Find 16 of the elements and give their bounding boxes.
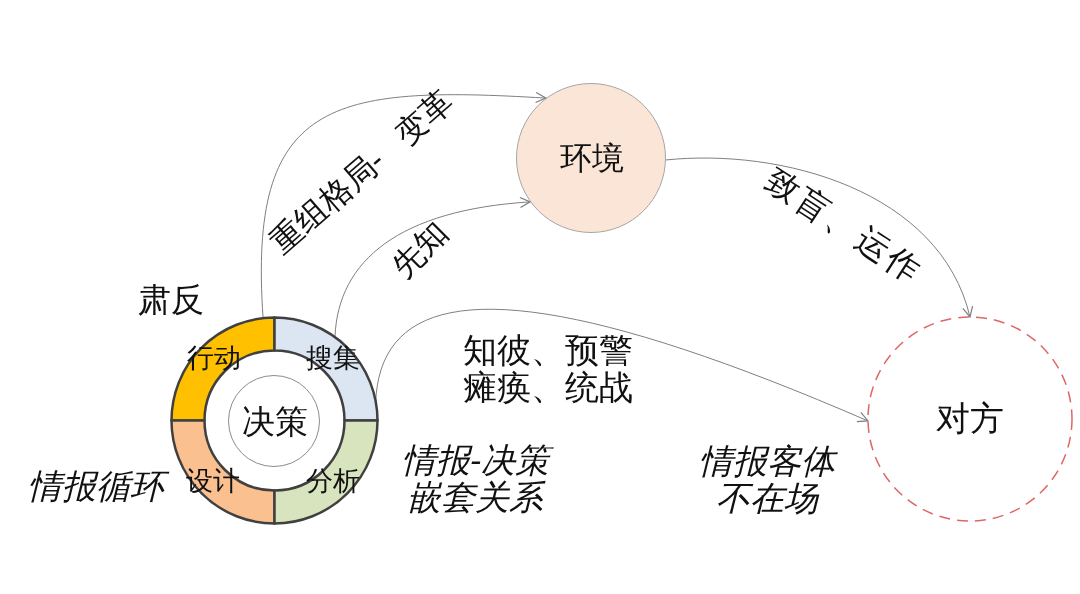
curved-arrow (334, 197, 531, 338)
node-label: 环境 (560, 141, 624, 177)
node-label: 搜集 (306, 344, 360, 374)
annotation-text: 情报循环 (24, 468, 172, 506)
annotation-text: 情报-决策嵌套关系 (395, 441, 559, 517)
annotation-text: 肃反 (138, 281, 204, 319)
annotation-text: 情报客体不在场 (698, 442, 839, 518)
curved-arrow (375, 308, 869, 423)
edge-label: 先知 (384, 214, 456, 286)
edge-label: 致盲、运作 (758, 161, 930, 291)
node-label: 分析 (306, 467, 360, 497)
dashed-circle-node (867, 316, 1073, 522)
node-label: 决策 (242, 403, 308, 441)
curved-arrow (665, 157, 973, 318)
edge-label: 知彼、预警瘫痪、统战 (462, 331, 634, 407)
node-label: 对方 (936, 400, 1004, 438)
